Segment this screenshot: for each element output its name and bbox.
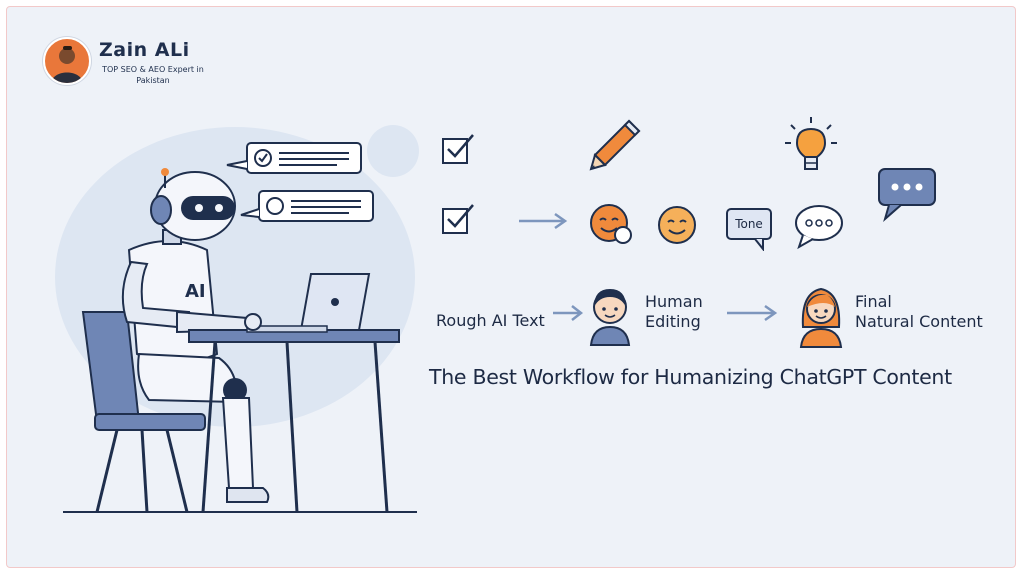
arrow-right-icon — [727, 304, 778, 322]
author-avatar — [43, 37, 91, 85]
human-editor-icon — [589, 289, 631, 346]
robot-chest-label: AI — [185, 281, 206, 302]
arrow-right-icon — [519, 212, 568, 230]
slide-frame: Zain ALi TOP SEO & AEO Expert in Pakista… — [6, 6, 1016, 568]
unchecked-bubble — [240, 190, 374, 222]
step-final-line2: Natural Content — [855, 312, 983, 331]
speech-dots-icon — [795, 205, 843, 250]
step-final-line1: Final — [855, 292, 892, 311]
page-title: The Best Workflow for Humanizing ChatGPT… — [429, 365, 952, 389]
step-human-editing-line1: Human — [645, 292, 703, 311]
tone-bubble-icon — [726, 208, 772, 251]
final-content-person-icon — [799, 287, 843, 348]
arrow-right-icon — [553, 305, 584, 321]
person-icon — [51, 46, 83, 83]
checked-bubble — [226, 142, 362, 174]
checkbox-icon — [442, 204, 474, 234]
checkbox-icon — [442, 134, 474, 164]
lightbulb-icon — [785, 117, 837, 170]
tone-label: Tone — [735, 217, 763, 231]
step-rough-ai-text: Rough AI Text — [436, 311, 545, 330]
author-subtitle: TOP SEO & AEO Expert in Pakistan — [102, 65, 204, 85]
pencil-icon — [589, 119, 641, 171]
robot-at-desk-illustration: AI — [63, 168, 417, 513]
background-bubble — [367, 125, 419, 177]
author-name: Zain ALi — [99, 39, 190, 61]
happy-face-icon — [658, 206, 696, 244]
chat-dots-icon — [878, 168, 936, 222]
smile-face-icon — [590, 204, 632, 244]
step-human-editing-line2: Editing — [645, 312, 701, 331]
checklist-bubbles — [226, 142, 374, 222]
